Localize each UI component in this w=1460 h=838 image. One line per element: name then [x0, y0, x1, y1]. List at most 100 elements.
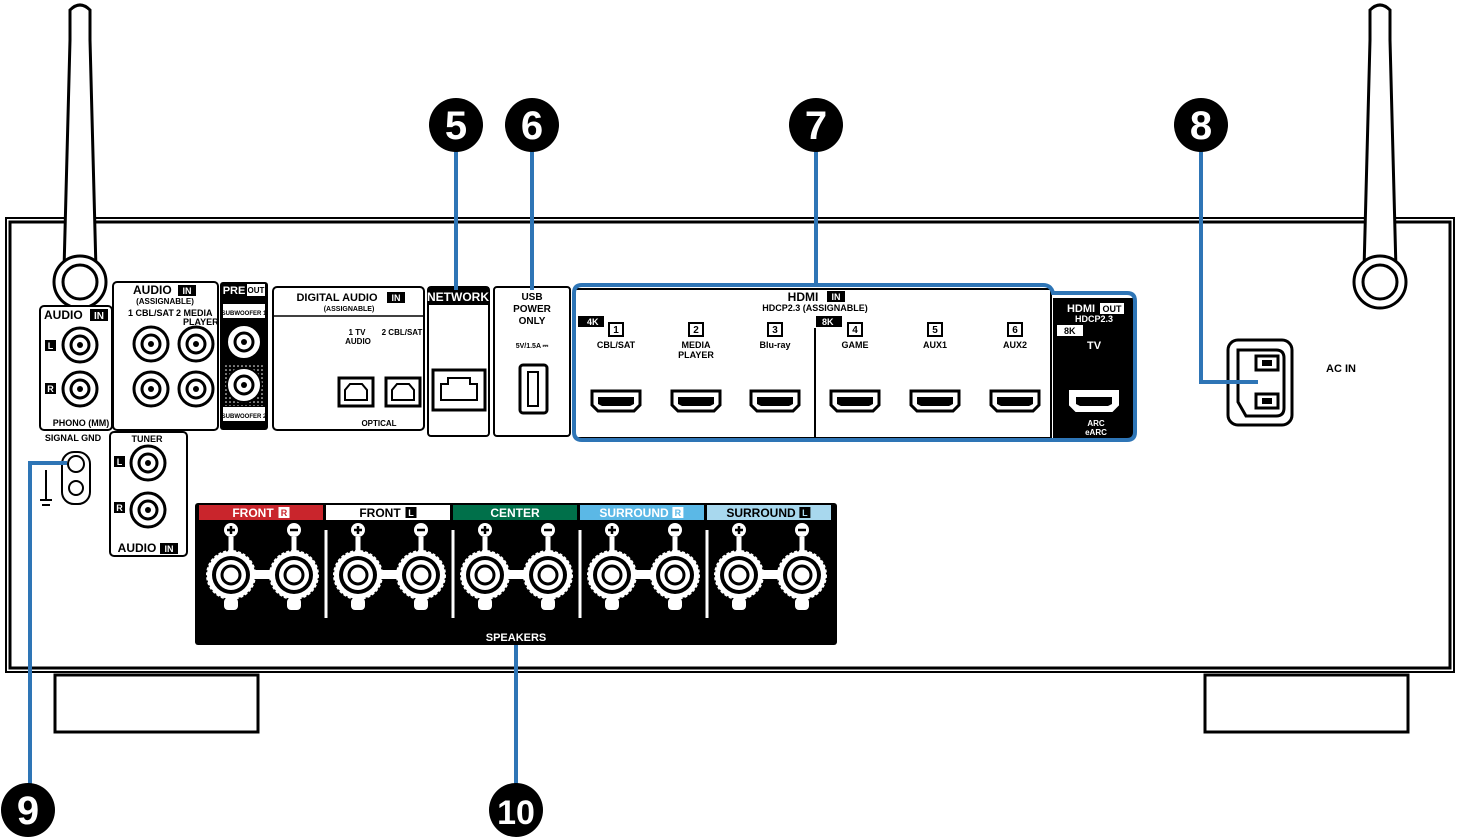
svg-text:7: 7: [805, 104, 827, 148]
speaker-terminal-group-4: SURROUND R: [580, 505, 709, 618]
svg-text:2 CBL/SAT: 2 CBL/SAT: [382, 328, 423, 337]
svg-text:6: 6: [521, 104, 543, 148]
cbl-sat-r-jack[interactable]: [132, 370, 170, 408]
tuner-block: TUNER L R AUDIO IN: [109, 431, 188, 557]
svg-text:TUNER: TUNER: [132, 434, 163, 444]
signal-gnd-terminal[interactable]: [40, 451, 91, 506]
svg-text:AUDIO: AUDIO: [133, 283, 172, 297]
speaker-terminal-minus[interactable]: [269, 523, 319, 610]
svg-text:IN: IN: [94, 311, 104, 322]
svg-text:8K: 8K: [1064, 326, 1076, 336]
svg-text:TV: TV: [1087, 340, 1102, 352]
optical-tv-audio-port[interactable]: [337, 376, 375, 408]
optical-cbl-sat-port[interactable]: [384, 376, 422, 408]
svg-text:AUX2: AUX2: [1003, 340, 1027, 350]
usb-port[interactable]: [518, 363, 549, 415]
svg-text:1 TV: 1 TV: [349, 328, 367, 337]
svg-text:CBL/SAT: CBL/SAT: [597, 340, 636, 350]
pre-out-block: PRE OUT SUBWOOFER 1 SUBWOOFER 2: [220, 282, 268, 430]
tuner-r-jack[interactable]: [129, 491, 167, 529]
svg-text:1 CBL/SAT: 1 CBL/SAT: [128, 308, 174, 318]
svg-text:10: 10: [497, 794, 535, 832]
cbl-sat-l-jack[interactable]: [132, 325, 170, 363]
phono-input-block: AUDIO IN L R PHONO (MM) SIGNAL GND: [39, 305, 113, 443]
svg-text:OUT: OUT: [248, 286, 265, 295]
svg-text:ONLY: ONLY: [519, 316, 546, 327]
callout-lines: [28, 140, 1258, 790]
foot-left: [53, 673, 260, 734]
ac-in-label: AC IN: [1326, 363, 1356, 375]
digital-audio-block: DIGITAL AUDIO IN (ASSIGNABLE) 1 TV AUDIO…: [272, 286, 425, 431]
callout-6: 6: [505, 98, 559, 152]
svg-text:2: 2: [693, 325, 699, 336]
svg-text:L: L: [48, 341, 54, 351]
subwoofer2-jack[interactable]: [226, 367, 262, 403]
svg-text:AUDIO: AUDIO: [118, 541, 157, 555]
svg-text:USB: USB: [521, 292, 542, 303]
svg-text:AUDIO: AUDIO: [345, 337, 371, 346]
speaker-terminal-plus[interactable]: [714, 523, 764, 610]
svg-text:AUX1: AUX1: [923, 340, 947, 350]
svg-text:2 MEDIA: 2 MEDIA: [176, 308, 213, 318]
svg-text:FRONT: FRONT: [232, 506, 274, 520]
svg-text:R: R: [675, 508, 682, 518]
phono-label: PHONO (MM): [53, 418, 110, 428]
callout-5: 5: [429, 98, 483, 152]
svg-text:Blu-ray: Blu-ray: [759, 340, 790, 350]
speaker-terminal-minus[interactable]: [396, 523, 446, 610]
speaker-terminal-minus[interactable]: [777, 523, 827, 610]
hdmi-callout-frame: [572, 283, 1137, 442]
media-player-r-jack[interactable]: [177, 370, 215, 408]
svg-text:SURROUND: SURROUND: [726, 506, 796, 520]
hdmi-out-block: HDMI OUT HDCP2.3 8K TV ARC eARC: [1053, 298, 1133, 438]
tuner-l-jack[interactable]: [129, 444, 167, 482]
svg-text:ARC: ARC: [1087, 419, 1105, 428]
svg-text:GAME: GAME: [842, 340, 869, 350]
foot-right: [1203, 673, 1410, 734]
phono-title: AUDIO: [44, 308, 83, 322]
svg-text:SUBWOOFER 2: SUBWOOFER 2: [222, 414, 267, 420]
phono-l-jack[interactable]: [61, 326, 99, 364]
svg-text:L: L: [117, 457, 123, 467]
svg-text:OUT: OUT: [1103, 304, 1123, 314]
signal-gnd-label: SIGNAL GND: [45, 433, 102, 443]
speaker-terminal-plus[interactable]: [587, 523, 637, 610]
svg-text:(ASSIGNABLE): (ASSIGNABLE): [324, 306, 375, 313]
ethernet-port[interactable]: [431, 368, 487, 412]
svg-text:HDMI: HDMI: [1067, 303, 1095, 315]
callout-8: 8: [1174, 98, 1228, 152]
svg-text:6: 6: [1012, 325, 1018, 336]
svg-text:DIGITAL AUDIO: DIGITAL AUDIO: [296, 292, 378, 304]
svg-text:SURROUND: SURROUND: [599, 506, 669, 520]
svg-text:L: L: [408, 508, 414, 518]
svg-text:3: 3: [772, 325, 778, 336]
svg-text:4K: 4K: [587, 317, 599, 327]
speaker-terminal-plus[interactable]: [460, 523, 510, 610]
ac-inlet[interactable]: [1226, 338, 1294, 427]
hdmi-in-block: HDMI IN HDCP2.3 (ASSIGNABLE) 4K 8K 1CBL/…: [574, 288, 1052, 439]
speaker-terminal-minus[interactable]: [650, 523, 700, 610]
subwoofer1-jack[interactable]: [226, 324, 262, 360]
svg-text:SUBWOOFER 1: SUBWOOFER 1: [222, 311, 267, 317]
svg-text:IN: IN: [392, 293, 401, 303]
svg-text:R: R: [116, 503, 123, 513]
media-player-l-jack[interactable]: [177, 325, 215, 363]
svg-text:HDMI: HDMI: [788, 290, 819, 304]
phono-r-jack[interactable]: [61, 370, 99, 408]
speaker-terminal-plus[interactable]: [206, 523, 256, 610]
svg-text:MEDIA: MEDIA: [682, 340, 712, 350]
speaker-terminal-minus[interactable]: [523, 523, 573, 610]
svg-text:9: 9: [17, 789, 39, 833]
hdmi-out-tv-port[interactable]: [1069, 390, 1119, 412]
callout-10: 10: [489, 783, 543, 837]
